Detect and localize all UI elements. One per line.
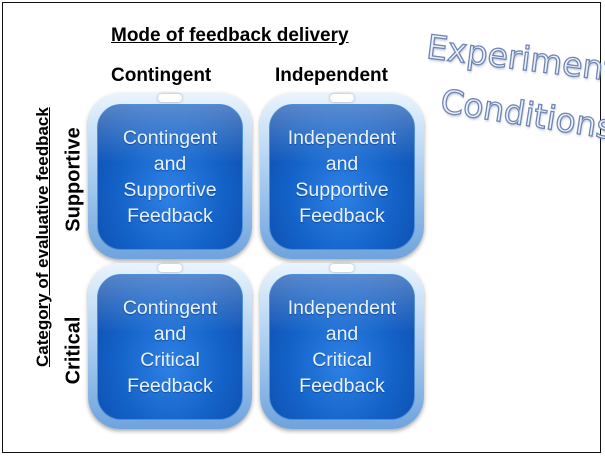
tile-line: and <box>325 153 359 175</box>
tile-line: Independent <box>287 297 397 319</box>
tile-line: Critical <box>312 349 372 371</box>
tile-tab <box>158 94 182 102</box>
tile-line: Feedback <box>299 205 385 227</box>
column-label-independent: Independent <box>275 65 388 86</box>
tile-tab <box>158 264 182 272</box>
experimental-conditions-title: Experimental Conditions <box>424 19 605 149</box>
mode-of-feedback-title: Mode of feedback delivery <box>111 25 349 46</box>
condition-tile-contingent-supportive: Contingent and Supportive Feedback <box>88 93 252 259</box>
tile-text: Contingent and Supportive Feedback <box>98 105 242 249</box>
tile-line: Supportive <box>295 179 389 201</box>
tile-line: Feedback <box>127 375 213 397</box>
condition-tile-independent-supportive: Independent and Supportive Feedback <box>260 93 424 259</box>
tile-text: Contingent and Critical Feedback <box>98 275 242 419</box>
tile-line: Contingent <box>122 297 218 319</box>
tile-tab <box>330 94 354 102</box>
condition-tile-contingent-critical: Contingent and Critical Feedback <box>88 263 252 429</box>
tile-text: Independent and Critical Feedback <box>270 275 414 419</box>
tile-line: Supportive <box>123 179 217 201</box>
tile-face: Contingent and Supportive Feedback <box>97 104 243 250</box>
row-label-critical: Critical <box>62 316 85 385</box>
column-label-contingent: Contingent <box>111 65 212 86</box>
tile-line: and <box>153 323 187 345</box>
tile-line: Critical <box>140 349 200 371</box>
title-word-conditions: Conditions <box>437 81 605 148</box>
condition-tile-independent-critical: Independent and Critical Feedback <box>260 263 424 429</box>
category-of-feedback-title: Category of evaluative feedback <box>33 107 52 367</box>
tile-line: Feedback <box>127 205 213 227</box>
tile-line: Feedback <box>299 375 385 397</box>
tile-text: Independent and Supportive Feedback <box>270 105 414 249</box>
tile-face: Independent and Critical Feedback <box>269 274 415 420</box>
tile-face: Independent and Supportive Feedback <box>269 104 415 250</box>
tile-line: and <box>325 323 359 345</box>
tile-line: Contingent <box>122 127 218 149</box>
tile-tab <box>330 264 354 272</box>
row-label-supportive: Supportive <box>62 127 85 232</box>
tile-line: Independent <box>287 127 397 149</box>
tile-face: Contingent and Critical Feedback <box>97 274 243 420</box>
tile-line: and <box>153 153 187 175</box>
